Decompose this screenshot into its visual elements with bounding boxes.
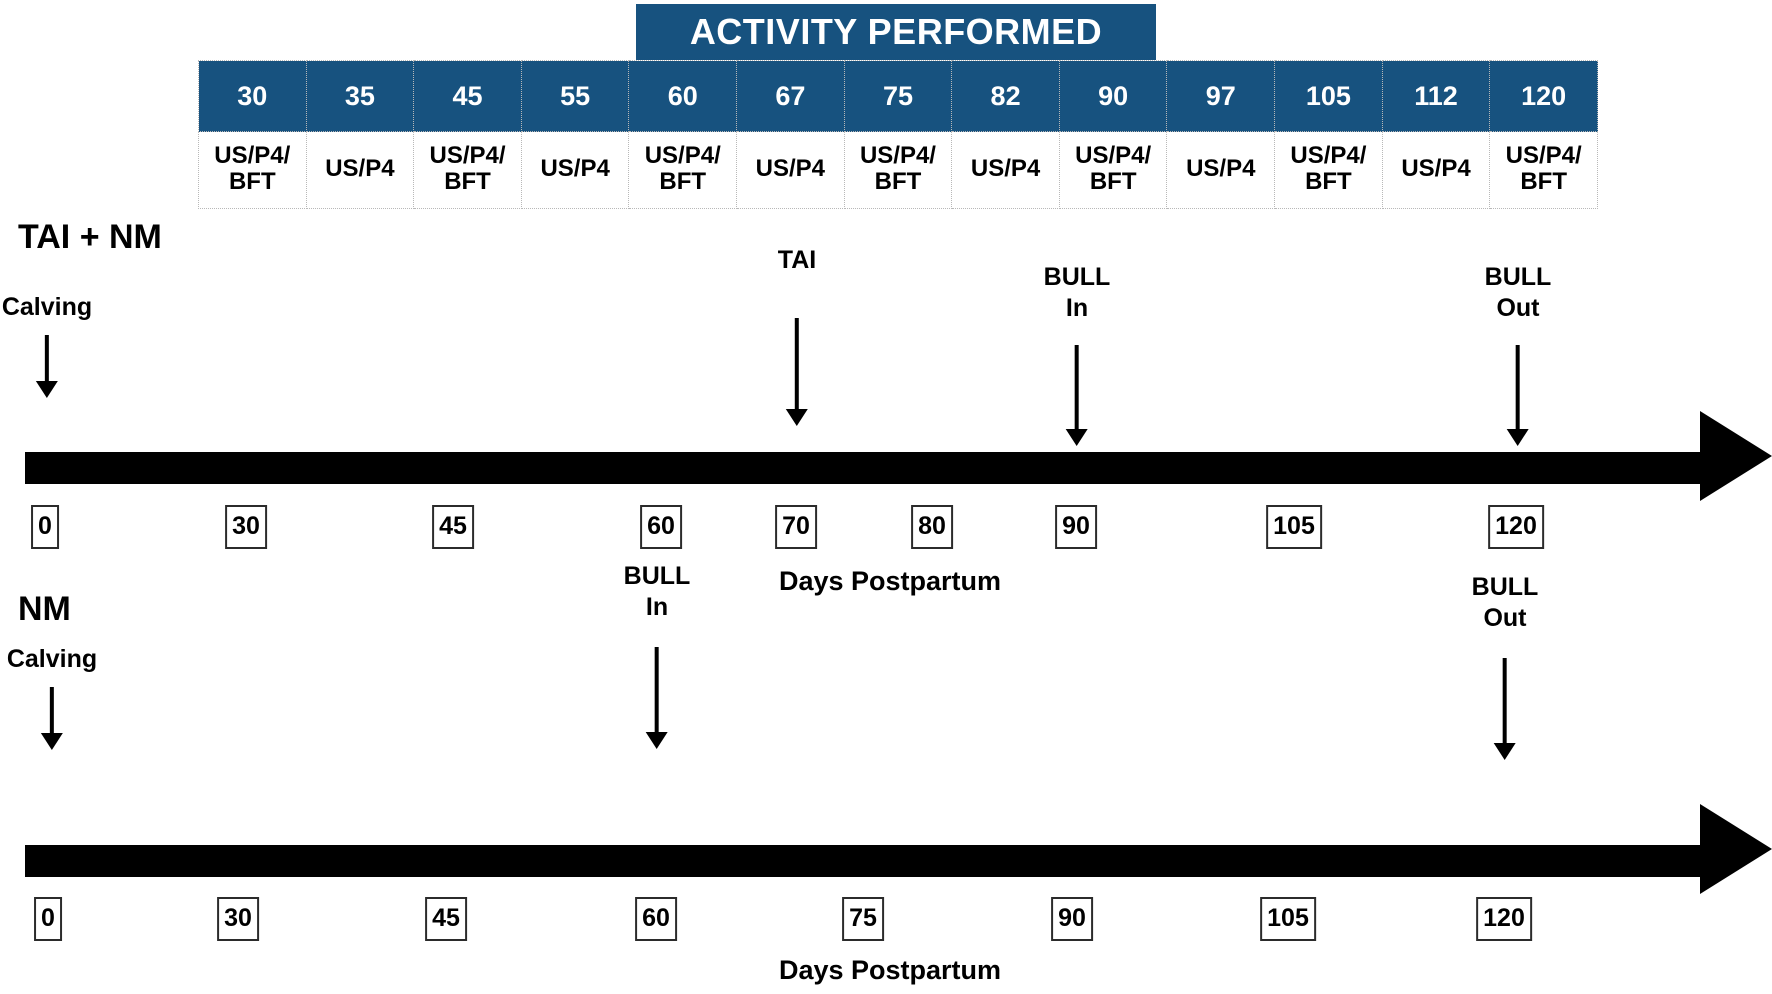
- activity-table-day-header-row: 30 35 45 55 60 67 75 82 90 97 105 112 12…: [198, 60, 1598, 132]
- event-sublabel: Out: [1496, 293, 1540, 322]
- timeline-1-event-tai: TAI: [778, 245, 816, 411]
- event-label: BULL: [1484, 263, 1552, 291]
- down-arrow-icon: [1516, 345, 1520, 431]
- table-activity-cell: US/P4/BFT: [628, 131, 738, 209]
- timeline-2-day-mark: 105: [1260, 897, 1316, 941]
- timeline-1-event-bull-in: BULL In: [1043, 262, 1111, 431]
- down-arrow-icon: [44, 334, 49, 383]
- timeline-1-day-mark: 30: [225, 505, 267, 549]
- timeline-2-title: NM: [18, 590, 71, 628]
- table-activity-cell: US/P4: [520, 131, 630, 209]
- timeline-1-axis-bar: [25, 452, 1700, 484]
- timeline-2-axis-caption: Days Postpartum: [778, 955, 1002, 985]
- timeline-2-axis-bar: [25, 845, 1700, 877]
- event-label: Calving: [1, 293, 93, 321]
- event-label: BULL: [1043, 263, 1111, 291]
- table-activity-cell: US/P4/BFT: [1274, 131, 1383, 209]
- timeline-2-axis-arrowhead: [1700, 804, 1772, 894]
- table-day-cell: 112: [1381, 60, 1491, 132]
- event-sublabel: Out: [1483, 603, 1527, 632]
- timeline-2-day-mark: 0: [34, 897, 62, 941]
- event-label: BULL: [1471, 573, 1539, 601]
- timeline-1-event-bull-out: BULL Out: [1484, 262, 1552, 431]
- timeline-2-event-bull-out: BULL Out: [1471, 572, 1539, 745]
- timeline-1-day-mark: 105: [1266, 505, 1322, 549]
- down-arrow-icon: [1503, 658, 1507, 745]
- table-day-cell: 97: [1166, 60, 1276, 132]
- table-activity-cell: US/P4/BFT: [413, 131, 522, 209]
- table-activity-cell: US/P4/BFT: [843, 131, 953, 209]
- table-day-cell: 90: [1058, 60, 1168, 132]
- table-activity-cell: US/P4: [1166, 131, 1276, 209]
- timeline-2-day-mark: 30: [217, 897, 259, 941]
- table-activity-cell: US/P4/BFT: [198, 131, 307, 209]
- event-sublabel: In: [1065, 293, 1089, 322]
- table-day-cell: 67: [736, 60, 845, 132]
- timeline-1-title: TAI + NM: [18, 218, 162, 256]
- table-activity-cell: US/P4: [736, 131, 845, 209]
- down-arrow-icon: [794, 317, 799, 411]
- activity-performed-banner: ACTIVITY PERFORMED: [636, 4, 1156, 60]
- down-arrow-icon: [655, 647, 659, 734]
- table-activity-cell: US/P4/BFT: [1058, 131, 1168, 209]
- table-activity-cell: US/P4/BFT: [1489, 131, 1598, 209]
- table-day-cell: 55: [520, 60, 630, 132]
- down-arrow-icon: [1075, 345, 1079, 431]
- table-day-cell: 75: [843, 60, 953, 132]
- timeline-1-day-mark: 120: [1488, 505, 1544, 549]
- timeline-2-event-calving: Calving: [7, 644, 97, 735]
- event-label: TAI: [777, 246, 817, 274]
- timeline-2-day-mark: 75: [842, 897, 884, 941]
- table-day-cell: 35: [305, 60, 415, 132]
- timeline-2-day-mark: 45: [425, 897, 467, 941]
- table-activity-cell: US/P4: [951, 131, 1060, 209]
- timeline-1-day-mark: 60: [640, 505, 682, 549]
- table-day-cell: 82: [951, 60, 1060, 132]
- table-day-cell: 45: [413, 60, 522, 132]
- timeline-1-event-calving: Calving: [2, 292, 92, 383]
- timeline-1-day-mark: 70: [775, 505, 817, 549]
- timeline-2-day-mark: 60: [635, 897, 677, 941]
- timeline-1-day-mark: 90: [1055, 505, 1097, 549]
- table-day-cell: 105: [1274, 60, 1383, 132]
- timeline-2-day-mark: 90: [1051, 897, 1093, 941]
- timeline-2-event-bull-in: BULL In: [623, 561, 691, 734]
- table-activity-cell: US/P4: [305, 131, 415, 209]
- event-label: Calving: [6, 645, 98, 673]
- timeline-2-day-mark: 120: [1476, 897, 1532, 941]
- activity-table: 30 35 45 55 60 67 75 82 90 97 105 112 12…: [198, 60, 1598, 209]
- table-day-cell: 120: [1489, 60, 1598, 132]
- down-arrow-icon: [49, 686, 54, 735]
- event-label: BULL: [623, 562, 691, 590]
- table-day-cell: 30: [198, 60, 307, 132]
- timeline-1-axis-arrowhead: [1700, 411, 1772, 501]
- timeline-1-day-mark: 80: [911, 505, 953, 549]
- table-day-cell: 60: [628, 60, 738, 132]
- table-activity-cell: US/P4: [1381, 131, 1491, 209]
- timeline-1-day-mark: 45: [432, 505, 474, 549]
- activity-table-activity-row: US/P4/BFT US/P4 US/P4/BFT US/P4 US/P4/BF…: [198, 131, 1598, 209]
- event-sublabel: In: [645, 592, 669, 621]
- timeline-1-axis-caption: Days Postpartum: [778, 566, 1002, 596]
- timeline-1-day-mark: 0: [31, 505, 59, 549]
